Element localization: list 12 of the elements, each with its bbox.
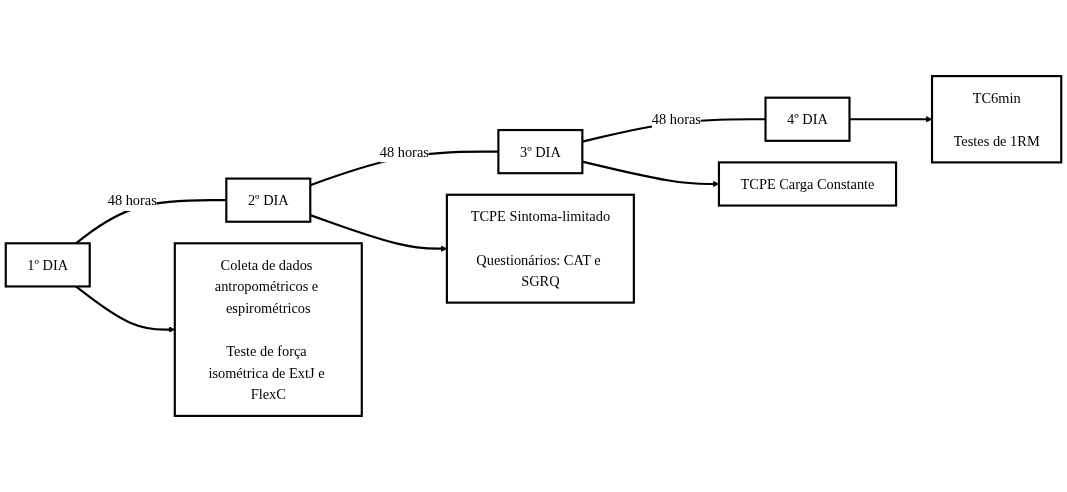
node-box: TCPE Carga Constante <box>717 161 898 207</box>
edge-label: 48 horas <box>379 143 429 160</box>
node-box: 4º DIA <box>764 96 851 142</box>
node-box: 3º DIA <box>497 128 584 175</box>
edge-label: 48 horas <box>651 111 701 128</box>
node-box: 2º DIA <box>225 177 312 223</box>
node-box: TC6min Testes de 1RM <box>930 75 1063 164</box>
arrow <box>849 116 933 123</box>
node-box: Coleta de dados antropométricos e espirométricos Teste de força isométrica de ExtJ e FlexC <box>173 242 363 417</box>
edge-label: 48 horas <box>107 192 157 209</box>
node-box: TCPE Sintoma-limitado Questionários: CAT e SGRQ <box>445 193 635 304</box>
node-box: 1º DIA <box>4 242 91 288</box>
